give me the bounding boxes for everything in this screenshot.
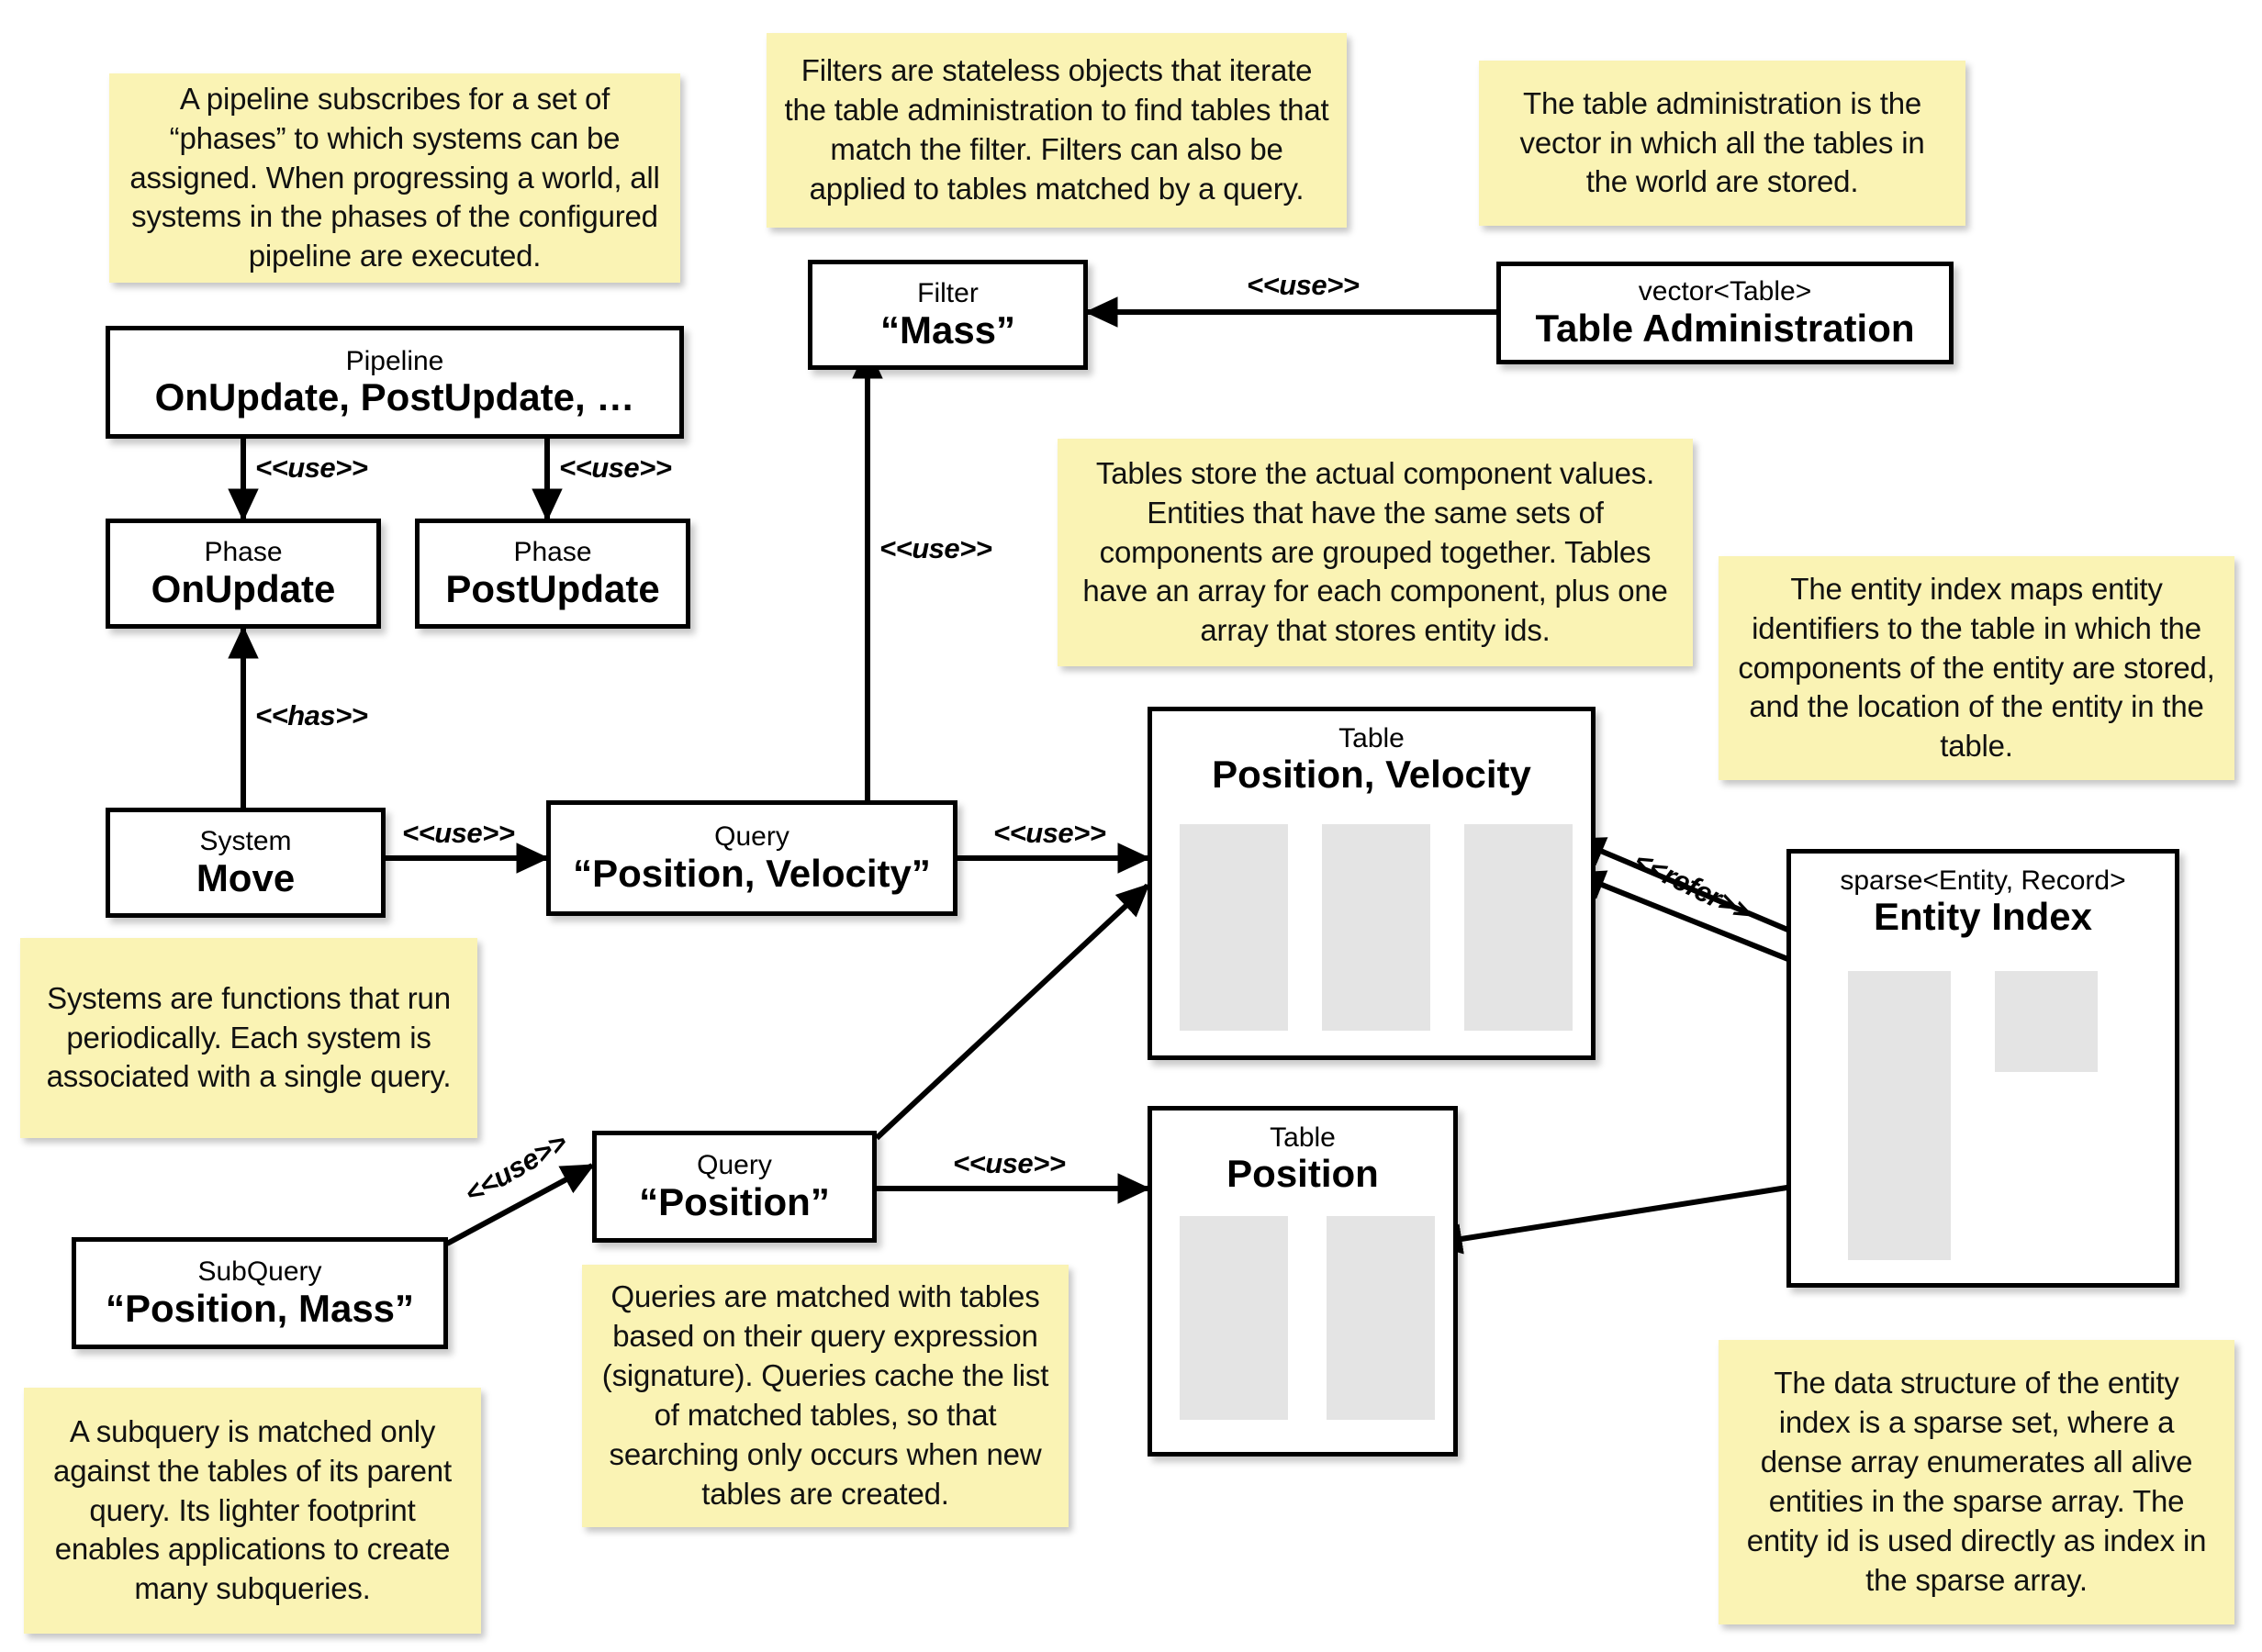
note-subquery-text: A subquery is matched only against the t…	[53, 1413, 452, 1606]
table-pv-column-3	[1464, 824, 1573, 1031]
box-table-position[interactable]: Table Position	[1148, 1106, 1458, 1457]
box-filter-mass[interactable]: Filter “Mass”	[808, 260, 1088, 370]
box-filter-mass-stereotype: Filter	[917, 278, 979, 309]
table-p-column-2	[1327, 1216, 1435, 1420]
table-pv-column-1	[1180, 824, 1288, 1031]
note-entity-index-text: The entity index maps entity identifiers…	[1738, 571, 2215, 764]
box-phase-onupdate-name: OnUpdate	[151, 566, 336, 610]
note-queries: Queries are matched with tables based on…	[582, 1265, 1069, 1527]
rel-subquery-use-query: <<use>>	[459, 1125, 573, 1211]
box-phase-onupdate[interactable]: Phase OnUpdate	[106, 519, 381, 629]
table-pv-columns	[1180, 824, 1573, 1031]
box-phase-postupdate[interactable]: Phase PostUpdate	[415, 519, 690, 629]
rel-tableadmin-use-filter: <<use>>	[1247, 269, 1360, 301]
rel-entityindex-refer-table: <<refer>>	[1629, 844, 1757, 929]
entity-index-sparse-array	[1848, 971, 1951, 1260]
box-table-admin-name: Table Administration	[1535, 306, 1915, 350]
box-system-move-stereotype: System	[199, 826, 292, 857]
note-tables: Tables store the actual component values…	[1058, 439, 1693, 666]
box-pipeline-stereotype: Pipeline	[345, 345, 444, 376]
note-pipeline-text: A pipeline subscribes for a set of “phas…	[129, 81, 660, 273]
box-query-position[interactable]: Query “Position”	[592, 1131, 877, 1243]
box-phase-postupdate-name: PostUpdate	[445, 566, 660, 610]
box-table-position-velocity[interactable]: Table Position, Velocity	[1148, 707, 1596, 1060]
box-entity-index[interactable]: sparse<Entity, Record> Entity Index	[1786, 849, 2179, 1288]
box-entity-index-name: Entity Index	[1873, 895, 2093, 939]
rel-pipeline-phase-postupdate: <<use>>	[559, 452, 672, 484]
box-table-admin-stereotype: vector<Table>	[1638, 276, 1812, 307]
note-table-admin: The table administration is the vector i…	[1479, 61, 1965, 226]
note-sparse-set: The data structure of the entity index i…	[1719, 1340, 2234, 1624]
rel-system-has-phase: <<has>>	[255, 699, 368, 731]
note-systems-text: Systems are functions that run periodica…	[46, 980, 452, 1094]
box-filter-mass-name: “Mass”	[879, 307, 1016, 352]
box-table-administration[interactable]: vector<Table> Table Administration	[1496, 262, 1954, 364]
note-filter: Filters are stateless objects that itera…	[767, 33, 1347, 228]
entity-index-dense-array	[1995, 971, 2098, 1072]
rel-pipeline-phase-onupdate: <<use>>	[255, 452, 368, 484]
rel-query-use-table-p: <<use>>	[953, 1147, 1066, 1179]
box-query-p-stereotype: Query	[697, 1150, 772, 1181]
table-p-column-1	[1180, 1216, 1288, 1420]
box-subquery-name: “Position, Mass”	[105, 1286, 415, 1330]
note-entity-index: The entity index maps entity identifiers…	[1719, 556, 2234, 780]
box-table-p-name: Position	[1226, 1152, 1379, 1196]
note-subquery: A subquery is matched only against the t…	[24, 1388, 481, 1634]
rel-query-use-table-pv: <<use>>	[993, 817, 1106, 849]
note-tables-text: Tables store the actual component values…	[1082, 455, 1668, 648]
table-pv-column-2	[1322, 824, 1430, 1031]
box-table-pv-name: Position, Velocity	[1212, 753, 1531, 797]
note-systems: Systems are functions that run periodica…	[20, 938, 477, 1138]
box-query-pv-stereotype: Query	[714, 821, 789, 853]
box-system-move[interactable]: System Move	[106, 808, 386, 918]
rel-system-use-query: <<use>>	[402, 817, 515, 849]
table-p-columns	[1180, 1216, 1435, 1420]
box-subquery-position-mass[interactable]: SubQuery “Position, Mass”	[72, 1237, 448, 1349]
box-phase-postupdate-stereotype: Phase	[513, 537, 592, 568]
note-filter-text: Filters are stateless objects that itera…	[784, 53, 1329, 206]
box-query-position-velocity[interactable]: Query “Position, Velocity”	[546, 800, 957, 916]
rel-query-use-filter: <<use>>	[879, 532, 992, 564]
box-phase-onupdate-stereotype: Phase	[204, 537, 283, 568]
box-table-pv-stereotype: Table	[1338, 723, 1405, 753]
box-entity-index-stereotype: sparse<Entity, Record>	[1840, 865, 2126, 896]
box-query-pv-name: “Position, Velocity”	[573, 851, 931, 895]
note-pipeline: A pipeline subscribes for a set of “phas…	[109, 73, 680, 283]
note-sparse-set-text: The data structure of the entity index i…	[1746, 1366, 2207, 1597]
box-pipeline-name: OnUpdate, PostUpdate, …	[154, 375, 635, 419]
box-pipeline[interactable]: Pipeline OnUpdate, PostUpdate, …	[106, 326, 684, 439]
box-query-p-name: “Position”	[639, 1179, 830, 1223]
box-system-move-name: Move	[196, 855, 296, 899]
box-table-p-stereotype: Table	[1270, 1122, 1336, 1153]
note-table-admin-text: The table administration is the vector i…	[1519, 85, 1925, 199]
note-queries-text: Queries are matched with tables based on…	[601, 1279, 1049, 1511]
box-subquery-stereotype: SubQuery	[197, 1256, 322, 1288]
